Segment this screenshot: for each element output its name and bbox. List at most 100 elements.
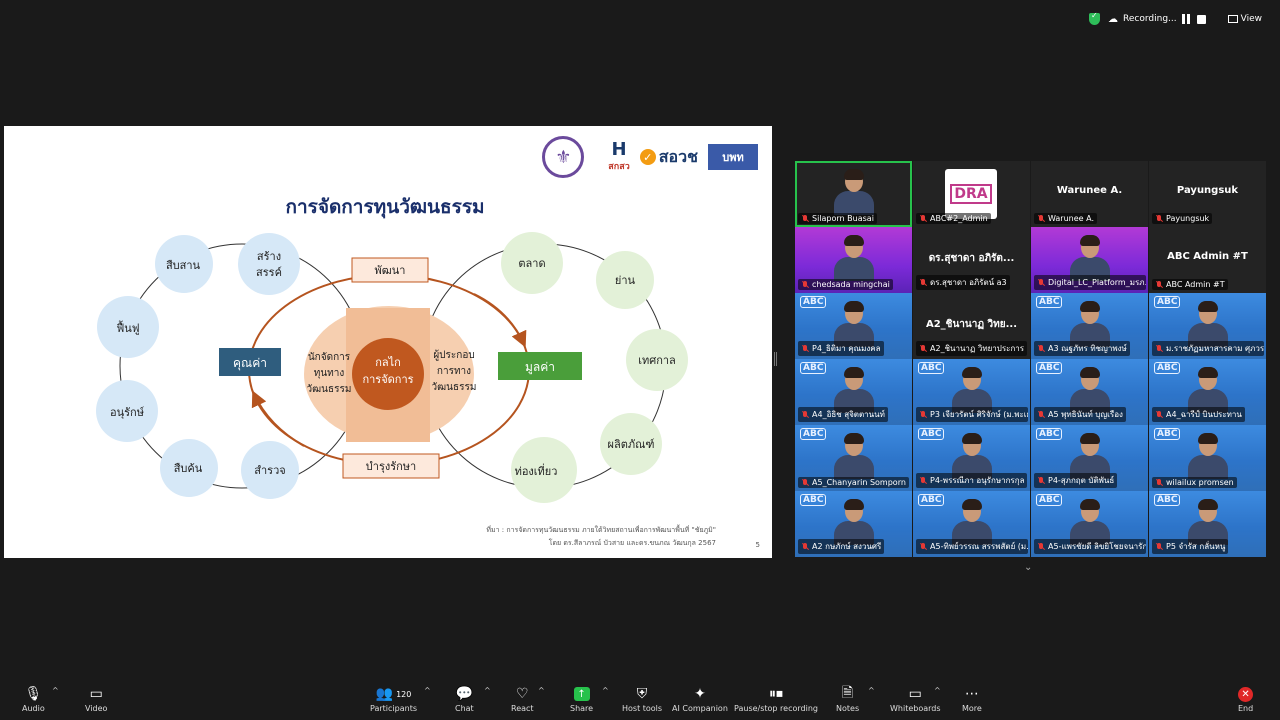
chat-caret-icon[interactable]: ^ bbox=[484, 686, 491, 695]
notes-caret-icon[interactable]: ^ bbox=[868, 686, 875, 695]
participant-tile[interactable]: ABC ม.ราชภัฏมหาสารคาม ศุภวรรณ bbox=[1149, 293, 1266, 359]
participant-video bbox=[833, 497, 874, 545]
shared-screen-slide: ⚜ ᕼ สกสว ✓ สอวช บพท การจัดการทุนวัฒนธรรม bbox=[4, 126, 772, 558]
participant-name-label: ม.ราชภัฏมหาสารคาม ศุภวรรณ bbox=[1152, 341, 1264, 356]
participant-name: ม.ราชภัฏมหาสารคาม ศุภวรรณ bbox=[1166, 344, 1264, 353]
participant-name: P4-สุภกฤต บัติพันธ์ bbox=[1048, 476, 1115, 485]
react-caret-icon[interactable]: ^ bbox=[538, 686, 545, 695]
mic-muted-icon bbox=[1155, 478, 1163, 487]
more-button[interactable]: ⋯ More bbox=[962, 684, 982, 713]
participant-name: P5 จำรัส กลั่นหนู bbox=[1166, 542, 1226, 551]
pause-stop-icon: ⏸⏹ bbox=[768, 686, 783, 702]
participant-name: A4_อิธิช สุจิตตานนท์ bbox=[812, 410, 885, 419]
abc-background-badge: ABC bbox=[1154, 296, 1181, 308]
abc-background-badge: ABC bbox=[918, 428, 945, 440]
footnote-line-1: ที่มา : การจัดการทุนวัฒนธรรม ภายใต้วิทยส… bbox=[486, 526, 716, 534]
share-button[interactable]: ↑ Share bbox=[570, 684, 593, 713]
notes-button[interactable]: 🗎 Notes bbox=[836, 684, 859, 713]
participant-tile[interactable]: A2_ชินานาฏ วิทย...A2_ชินานาฏ วิทยาประการ bbox=[913, 293, 1030, 359]
participant-video bbox=[833, 233, 874, 281]
gallery-expand-chevron-icon[interactable]: ⌄ bbox=[1024, 562, 1033, 573]
pause-recording-icon[interactable] bbox=[1181, 14, 1192, 24]
text-sang: สร้าง bbox=[257, 250, 281, 263]
ai-companion-button[interactable]: ✦ AI Companion bbox=[672, 684, 728, 713]
participant-name: A3 ณฐภัทร ทิชญาพงษ์ bbox=[1048, 344, 1127, 353]
text-develop: พัฒนา bbox=[375, 264, 406, 277]
participant-name: A4_ฉารีป์ บินประทาน bbox=[1166, 410, 1242, 419]
circle-thetsakan bbox=[626, 329, 688, 391]
video-button[interactable]: ▭ Video bbox=[85, 684, 107, 713]
pause-recording-button[interactable]: ⏸⏹ Pause/stop recording bbox=[734, 684, 818, 713]
text-suebsan: สืบสาน bbox=[166, 259, 201, 272]
react-button[interactable]: ♡ React bbox=[511, 684, 534, 713]
slide-page-number: 5 bbox=[755, 541, 760, 549]
chat-button[interactable]: 💬 Chat bbox=[455, 684, 474, 713]
mic-muted-icon bbox=[919, 542, 927, 551]
participant-name: wilailux promsen bbox=[1166, 478, 1234, 487]
participant-tile[interactable]: Silaporn Buasai bbox=[795, 161, 912, 227]
host-tools-button[interactable]: ⛨ Host tools bbox=[622, 684, 662, 713]
circle-thongthiao bbox=[511, 437, 577, 503]
participant-video bbox=[833, 299, 874, 347]
end-button[interactable]: ✕ End bbox=[1238, 684, 1253, 713]
whiteboards-button[interactable]: ▭ Whiteboards bbox=[890, 684, 941, 713]
encryption-shield-icon[interactable] bbox=[1089, 11, 1101, 25]
view-icon bbox=[1227, 15, 1238, 23]
maintain-box bbox=[342, 453, 440, 479]
participant-tile[interactable]: ดร.สุชาดา อภิรัต...ดร.สุชาดา อภิรัตน์ a3 bbox=[913, 227, 1030, 293]
participant-tile[interactable]: Warunee A.Warunee A. bbox=[1031, 161, 1148, 227]
text-value: คุณค่า bbox=[233, 356, 267, 371]
mic-muted-icon bbox=[801, 344, 809, 353]
view-button[interactable]: View bbox=[1227, 14, 1262, 24]
mic-muted-icon bbox=[1155, 410, 1163, 419]
mic-muted-icon bbox=[1155, 542, 1163, 551]
participant-name-label: A2 กษภักษ์ สงวนศรี bbox=[798, 539, 885, 554]
participant-name: P4_ธิติมา คุณมงคล bbox=[812, 344, 881, 353]
layout-splitter-handle[interactable] bbox=[774, 352, 777, 366]
share-caret-icon[interactable]: ^ bbox=[602, 686, 609, 695]
participant-name-label: A3 ณฐภัทร ทิชญาพงษ์ bbox=[1034, 341, 1130, 356]
participants-button[interactable]: 👥120 Participants bbox=[370, 684, 417, 713]
meeting-toolbar: 🎙 Audio ^ ▭ Video 👥120 Participants ^ 💬 … bbox=[0, 680, 1280, 720]
participants-caret-icon[interactable]: ^ bbox=[424, 686, 431, 695]
top-status-bar: ☁ Recording... View bbox=[1089, 10, 1262, 28]
participant-name-label: A5-แพรชัยดี ลิขยิโชยจนารักษ์ bbox=[1034, 539, 1146, 554]
value-box bbox=[219, 348, 281, 376]
video-off-icon: ▭ bbox=[89, 686, 103, 702]
participant-name-label: ดร.สุชาดา อภิรัตน์ a3 bbox=[916, 275, 1010, 290]
participant-name: chedsada mingchai bbox=[812, 280, 890, 289]
video-label: Video bbox=[85, 704, 108, 713]
participant-video bbox=[951, 365, 992, 413]
participant-video bbox=[951, 497, 992, 545]
tsri-logo-text: สกสว bbox=[608, 162, 630, 172]
participant-tile[interactable]: chedsada mingchai bbox=[795, 227, 912, 293]
whiteboards-caret-icon[interactable]: ^ bbox=[934, 686, 941, 695]
participant-name: Digital_LC_Platform_มรภ... bbox=[1048, 278, 1146, 287]
tsri-logo: ᕼ สกสว bbox=[608, 141, 630, 173]
audio-options-caret-icon[interactable]: ^ bbox=[52, 686, 59, 695]
text-samruat: สำรวจ bbox=[254, 464, 285, 477]
recording-label: Recording... bbox=[1123, 14, 1177, 24]
stop-recording-icon[interactable] bbox=[1196, 14, 1206, 24]
react-label: React bbox=[511, 704, 534, 713]
audio-button[interactable]: 🎙 Audio bbox=[22, 684, 45, 713]
participant-name-label: ABC Admin #T bbox=[1152, 279, 1228, 290]
participant-tile[interactable]: Digital_LC_Platform_มรภ... bbox=[1031, 227, 1148, 293]
